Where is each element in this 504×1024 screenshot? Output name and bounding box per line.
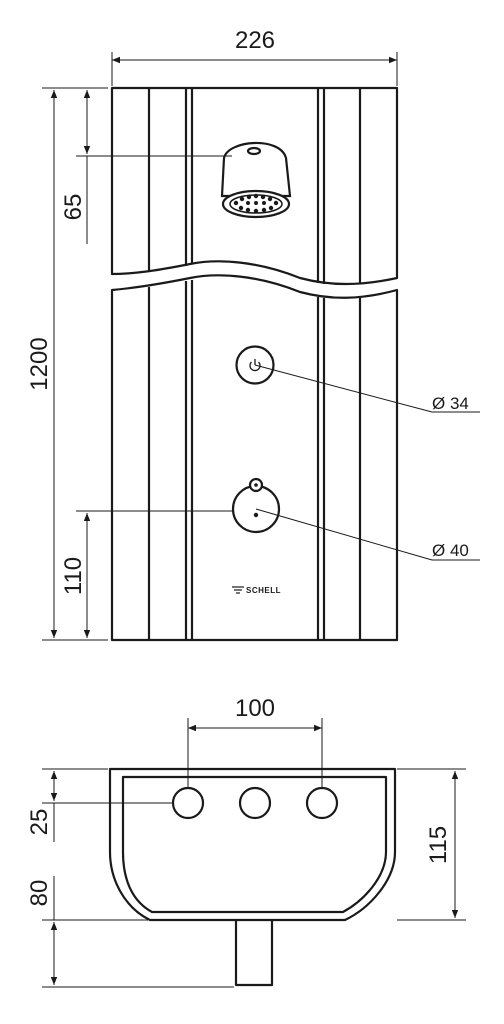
- pipe-length-label: 80: [26, 880, 53, 907]
- valve-diameter-label: Ø 40: [432, 541, 469, 560]
- valve-knob: [231, 477, 281, 534]
- schell-logo-icon: [232, 586, 244, 594]
- shower-head: [220, 141, 292, 219]
- front-view: SCHELL 226 1200 65 110: [26, 27, 480, 642]
- dimension-spacing: 100: [187, 695, 323, 788]
- side-body-outer: [108, 767, 397, 922]
- button-diameter-label: Ø 34: [432, 394, 469, 413]
- top-offset-label: 25: [26, 809, 53, 836]
- leader-valve-diameter: Ø 40: [255, 508, 480, 561]
- dimension-depth: 115: [397, 768, 466, 921]
- power-icon: [249, 359, 261, 372]
- height-label: 1200: [26, 337, 53, 390]
- shower-offset-label: 65: [60, 194, 87, 221]
- width-label: 226: [235, 27, 275, 54]
- side-view: 100 25 115 80: [26, 695, 466, 988]
- dimension-shower-offset: 65: [60, 90, 232, 244]
- side-holes: [171, 786, 339, 820]
- brand-label: SCHELL: [246, 586, 281, 595]
- spacing-label: 100: [235, 695, 275, 722]
- valve-offset-label: 110: [60, 557, 87, 595]
- panel-upper: [110, 86, 399, 286]
- dimension-valve-offset: 110: [60, 510, 234, 638]
- depth-label: 115: [425, 826, 452, 864]
- dimension-width: 226: [111, 27, 398, 86]
- panel-lower: [110, 274, 399, 642]
- side-body-inner: [121, 775, 388, 914]
- dimension-top-offset: 25: [26, 768, 174, 842]
- schell-logo: SCHELL: [232, 586, 281, 595]
- leader-button-diameter: Ø 34: [254, 364, 480, 413]
- dimension-height: 1200: [26, 87, 108, 641]
- dimension-pipe-length: 80: [26, 876, 234, 988]
- side-pipe: [234, 920, 274, 987]
